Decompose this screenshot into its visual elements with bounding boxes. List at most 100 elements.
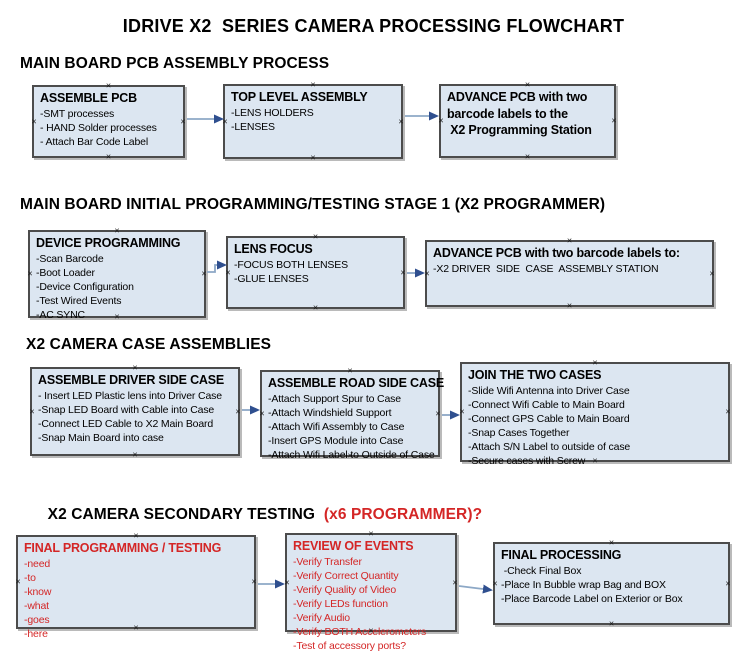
box-title: ASSEMBLE DRIVER SIDE CASE (38, 373, 225, 387)
box-lens-focus[interactable]: LENS FOCUS -FOCUS BOTH LENSES -GLUE LENS… (225, 232, 406, 312)
connection-handle-icon: × (259, 408, 265, 418)
step-item: - HAND Solder processes (40, 122, 157, 134)
connection-handle-icon: × (611, 115, 617, 126)
step-item: -Secure cases with Screw (468, 455, 586, 467)
connection-handle-icon: × (225, 267, 231, 277)
step-item: -Scan Barcode (36, 253, 104, 265)
step-item: -Verify BOTH Accelerometers (293, 626, 427, 638)
step-item: -Boot Loader (36, 267, 95, 279)
box-title: ASSEMBLE ROAD SIDE CASE (268, 376, 444, 390)
box-assemble-road-side-case[interactable]: ASSEMBLE ROAD SIDE CASE -Attach Support … (259, 366, 444, 461)
box-assemble-pcb[interactable]: ASSEMBLE PCB -SMT processes - HAND Solde… (31, 81, 186, 161)
step-item: -Verify Audio (293, 612, 350, 624)
connection-handle-icon: × (709, 268, 715, 278)
box-title: ADVANCE PCB with two barcode labels to: (433, 246, 680, 260)
step-item: -Snap Main Board into case (38, 432, 164, 444)
box-title: FINAL PROGRAMMING / TESTING (24, 541, 222, 555)
connection-handle-icon: × (725, 578, 731, 588)
box-title: REVIEW OF EVENTS (293, 539, 414, 553)
step-item: -Snap Cases Together (468, 427, 570, 439)
step-item: - Insert LED Plastic lens into Driver Ca… (38, 390, 222, 402)
step-item: -Attach Wifi Label to Outside of Case (268, 449, 435, 461)
box-title: DEVICE PROGRAMMING (36, 236, 181, 250)
step-item: -Verify LEDs function (293, 598, 388, 610)
connection-handle-icon: × (608, 618, 615, 629)
step-item: -Connect Wifi Cable to Main Board (468, 399, 625, 411)
step-item: -X2 DRIVER SIDE CASE ASSEMBLY STATION (433, 263, 659, 275)
box-review-of-events[interactable]: REVIEW OF EVENTS -Verify Transfer -Verif… (284, 529, 458, 652)
section-heading-secondary-testing: X2 CAMERA SECONDARY TESTING (x6 PROGRAMM… (30, 488, 482, 542)
section-heading-initial-programming: MAIN BOARD INITIAL PROGRAMMING/TESTING S… (20, 196, 606, 213)
connection-handle-icon: × (27, 268, 33, 279)
connection-handle-icon: × (15, 576, 21, 587)
step-item: -GLUE LENSES (234, 273, 309, 285)
step-item: - Attach Bar Code Label (40, 136, 149, 148)
step-item: -Test of accessory ports? (293, 640, 406, 652)
connection-handle-icon: × (452, 577, 458, 587)
step-item: -Slide Wifi Antenna into Driver Case (468, 385, 630, 397)
section-heading-pcb-assembly: MAIN BOARD PCB ASSEMBLY PROCESS (20, 55, 330, 72)
connection-handle-icon: × (400, 267, 406, 277)
step-item: -Insert GPS Module into Case (268, 435, 404, 447)
connection-handle-icon: × (284, 577, 290, 587)
box-title: TOP LEVEL ASSEMBLY (231, 90, 368, 104)
box-final-programming-testing[interactable]: FINAL PROGRAMMING / TESTING -need -to -k… (15, 531, 257, 640)
step-item: -here (24, 628, 48, 640)
step-item: -Attach Wifi Assembly to Case (268, 421, 405, 433)
connector-arrow (458, 584, 493, 594)
box-title: ASSEMBLE PCB (40, 91, 137, 105)
connector-arrow (207, 260, 227, 273)
box-title: ADVANCE PCB with two (447, 90, 588, 104)
connection-handle-icon: × (438, 115, 444, 126)
step-item: -FOCUS BOTH LENSES (234, 259, 348, 271)
box-final-processing[interactable]: FINAL PROCESSING -Check Final Box -Place… (492, 538, 731, 628)
step-item: -LENS HOLDERS (231, 107, 314, 119)
step-item: -know (24, 586, 52, 598)
connection-handle-icon: × (105, 151, 112, 162)
connection-handle-icon: × (398, 116, 404, 126)
box-title: LENS FOCUS (234, 242, 313, 256)
box-top-level-assembly[interactable]: TOP LEVEL ASSEMBLY -LENS HOLDERS -LENSES… (222, 80, 404, 162)
box-advance-pcb-programming-station[interactable]: ADVANCE PCB with two barcode labels to t… (438, 80, 617, 161)
section-heading-case-assemblies: X2 CAMERA CASE ASSEMBLIES (26, 336, 272, 353)
section-heading-accent: (x6 PROGRAMMER)? (323, 506, 483, 523)
connection-handle-icon: × (29, 406, 35, 416)
connection-handle-icon: × (31, 116, 37, 126)
section-heading-text: X2 CAMERA SECONDARY TESTING (47, 506, 324, 523)
connection-handle-icon: × (222, 116, 228, 126)
step-item: -to (24, 572, 36, 584)
connection-handle-icon: × (180, 116, 186, 126)
step-item: -Place Barcode Label on Exterior or Box (501, 593, 683, 605)
connection-handle-icon: × (424, 268, 430, 278)
connection-handle-icon: × (312, 302, 319, 313)
step-item: -Connect LED Cable to X2 Main Board (38, 418, 214, 430)
connection-handle-icon: × (524, 151, 531, 162)
connection-handle-icon: × (566, 300, 573, 311)
step-item: -Verify Transfer (293, 556, 362, 568)
step-item: -what (24, 600, 49, 612)
box-join-the-two-cases[interactable]: JOIN THE TWO CASES -Slide Wifi Antenna i… (459, 358, 730, 467)
step-item: -Attach S/N Label to outside of case (468, 441, 631, 453)
step-item: -Verify Quality of Video (293, 584, 397, 596)
step-item: -Attach Windshield Support (268, 407, 392, 419)
step-item: -LENSES (231, 121, 275, 133)
step-item: -Connect GPS Cable to Main Board (468, 413, 630, 425)
step-item: -Device Configuration (36, 281, 134, 293)
box-device-programming[interactable]: DEVICE PROGRAMMING -Scan Barcode -Boot L… (27, 226, 206, 321)
box-assemble-driver-side-case[interactable]: ASSEMBLE DRIVER SIDE CASE - Insert LED P… (29, 363, 240, 459)
step-item: -Place In Bubble wrap Bag and BOX (501, 579, 666, 591)
step-item: -SMT processes (40, 108, 115, 120)
step-item: -Snap LED Board with Cable into Case (38, 404, 215, 416)
box-title: JOIN THE TWO CASES (468, 368, 602, 382)
step-item: -Check Final Box (501, 565, 582, 577)
connection-handle-icon: × (459, 406, 465, 417)
step-item: -Verify Correct Quantity (293, 570, 399, 582)
connection-handle-icon: × (492, 578, 498, 588)
box-title: FINAL PROCESSING (501, 548, 622, 562)
box-advance-pcb-driver-side[interactable]: ADVANCE PCB with two barcode labels to: … (424, 236, 715, 310)
step-item: -Attach Support Spur to Case (268, 393, 401, 405)
page-title: IDRIVE X2 SERIES CAMERA PROCESSING FLOWC… (122, 16, 625, 36)
connection-handle-icon: × (251, 576, 257, 587)
step-item: -AC SYNC (36, 309, 85, 321)
